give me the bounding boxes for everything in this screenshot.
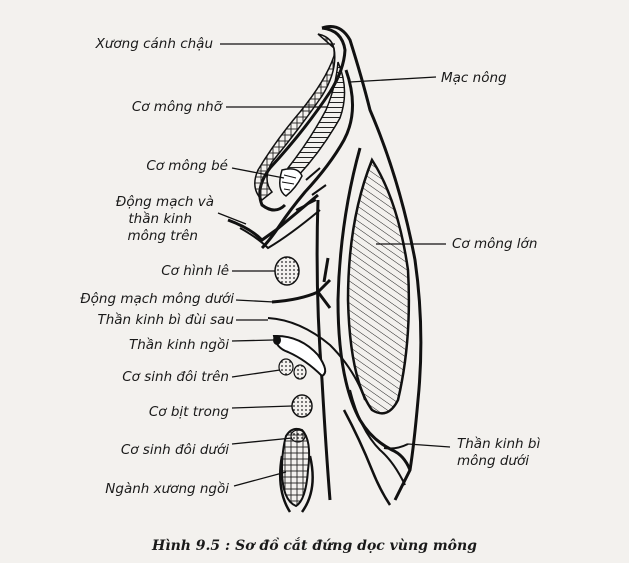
label-inferior-gemellus: Cơ sinh đôi dưới xyxy=(120,442,229,458)
piriformis-tendon xyxy=(322,257,330,283)
label-superficial-fascia: Mạc nông xyxy=(441,70,507,86)
ischial-ramus-sheath xyxy=(279,455,314,513)
label-gluteus-maximus: Cơ mông lớn xyxy=(452,236,538,252)
superior-gemellus-a xyxy=(278,358,294,376)
label-obturator-internus: Cơ bịt trong xyxy=(148,404,229,420)
superior-gluteal-nerve xyxy=(239,209,321,250)
ischial-ramus xyxy=(280,427,311,508)
superficial-fascia xyxy=(321,25,423,501)
label-superior-gemellus: Cơ sinh đôi trên xyxy=(122,369,229,385)
label-gluteus-minimus: Cơ mông bé xyxy=(146,158,228,174)
deep-fascia-line xyxy=(315,199,332,501)
superior-gluteal-vessel xyxy=(227,193,319,242)
sciatic-nerve-end xyxy=(273,335,281,345)
label-inferior-gluteal-artery: Động mạch mông dưới xyxy=(80,291,234,307)
inferior-gluteal-artery xyxy=(271,278,332,309)
label-superior-gluteal-3: mông trên xyxy=(127,228,198,244)
label-superior-gluteal-1: Động mạch và xyxy=(115,194,214,210)
gluteus-minimus-lines xyxy=(281,174,297,191)
label-ischial-ramus: Ngành xương ngồi xyxy=(105,481,229,497)
leader-lines xyxy=(217,43,451,487)
label-inferior-cluneal-1: Thần kinh bì xyxy=(457,436,541,452)
figure-caption: Hình 9.5 : Sơ đồ cắt đứng dọc vùng mông xyxy=(152,538,477,554)
label-iliac-wing: Xương cánh chậu xyxy=(95,36,213,52)
gluteus-maximus-fascia xyxy=(336,147,412,471)
iliac-bone-body xyxy=(254,33,336,202)
gluteus-maximus xyxy=(346,157,411,415)
superior-gluteal-branch xyxy=(295,167,327,211)
inferior-cluneal-nerve xyxy=(383,443,409,450)
label-sciatic-nerve: Thần kinh ngồi xyxy=(128,337,229,353)
label-gluteus-medius: Cơ mông nhỡ xyxy=(131,99,222,115)
label-inferior-cluneal-2: mông dưới xyxy=(457,453,529,469)
obturator-internus xyxy=(291,394,313,418)
posterior-femoral-cutaneous-nerve xyxy=(267,317,366,401)
sciatic-nerve xyxy=(272,334,327,378)
gluteus-maximus-fascia-inner xyxy=(349,389,406,486)
label-posterior-femoral-cutaneous: Thần kinh bì đùi sau xyxy=(97,312,234,328)
lower-structure xyxy=(342,409,392,506)
iliac-wing xyxy=(258,26,347,212)
superior-gemellus-b xyxy=(293,364,307,380)
label-superior-gluteal-2: thần kinh xyxy=(128,211,192,227)
label-piriformis: Cơ hình lê xyxy=(161,263,229,279)
piriformis xyxy=(274,256,300,286)
